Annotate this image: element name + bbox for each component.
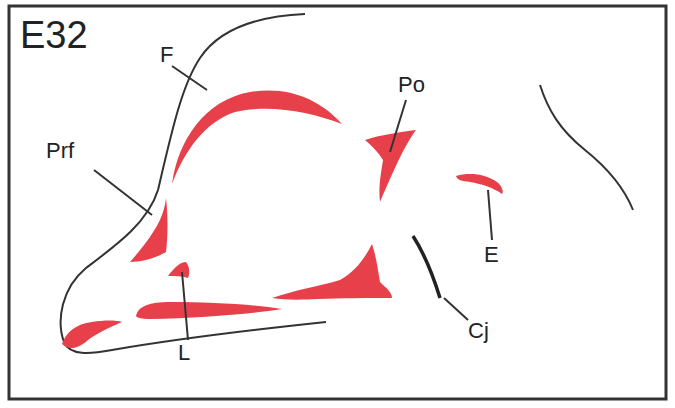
- leader-line: [444, 298, 468, 320]
- bone-label: E: [484, 244, 499, 266]
- postorbital-bone: [365, 130, 416, 202]
- bone-label: Po: [398, 74, 425, 96]
- panel-title: E32: [20, 16, 88, 54]
- bone-label: Prf: [46, 140, 74, 162]
- panel-frame: [9, 6, 666, 399]
- quadratojugal-bone: [413, 236, 440, 298]
- skull-outline: [61, 14, 326, 353]
- bone-label: F: [160, 44, 173, 66]
- leader-line: [390, 100, 406, 152]
- leader-line: [182, 272, 188, 340]
- lacrimal-bone: [168, 262, 189, 278]
- skull-outline-rear: [540, 85, 633, 210]
- bone-label: Cj: [468, 320, 489, 342]
- premaxilla-bone: [62, 321, 122, 349]
- leader-line: [94, 170, 152, 215]
- frontal-bone: [172, 91, 342, 184]
- maxilla-bone: [136, 302, 282, 319]
- leader-line: [172, 66, 207, 90]
- bone-label: L: [178, 342, 190, 364]
- leader-line: [488, 190, 492, 240]
- jugal-bone: [272, 244, 392, 300]
- ectopterygoid-bone: [456, 174, 503, 194]
- prefrontal-bone: [130, 198, 168, 262]
